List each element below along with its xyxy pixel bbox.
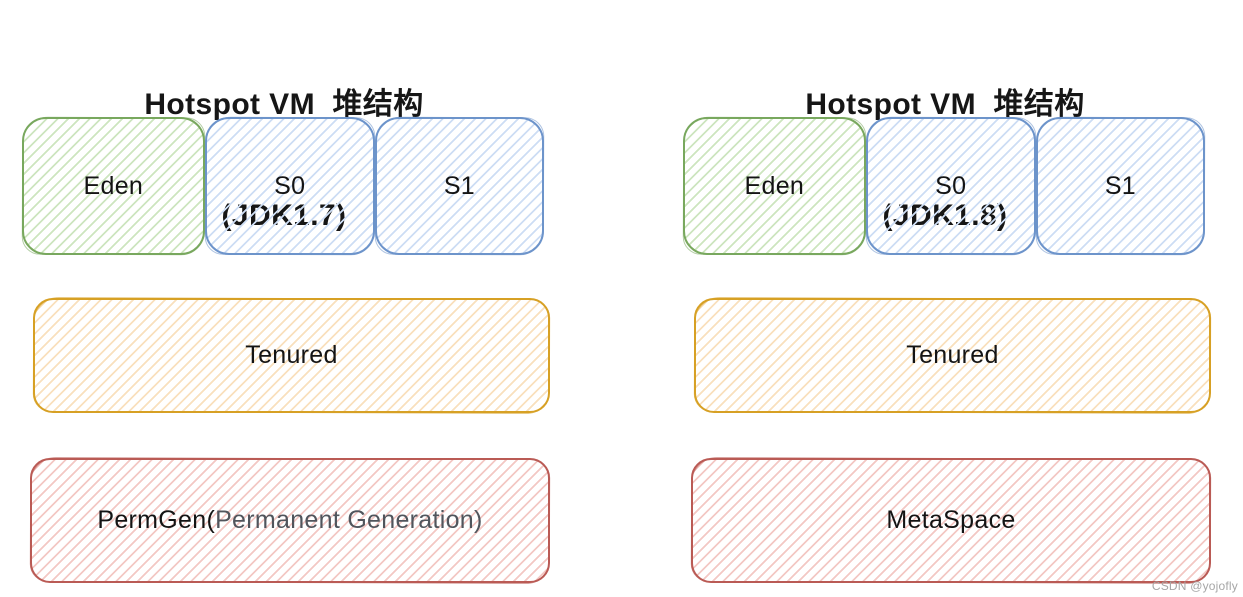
csdn-watermark: CSDN @yojofly — [1151, 579, 1238, 593]
eden-label: Eden — [744, 171, 805, 200]
diagram-title-line1: Hotspot VM 堆结构 — [805, 88, 1085, 121]
tenured-box: Tenured — [33, 298, 550, 413]
s1-label: S1 — [443, 171, 476, 200]
permgen-label: PermGen(Permanent Generation) — [97, 506, 482, 535]
tenured-label: Tenured — [245, 341, 338, 369]
s0-label: S0 — [274, 171, 306, 200]
eden-label: Eden — [83, 171, 144, 200]
permgen-label-sub: Permanent Generation) — [215, 506, 483, 534]
s0-box: S0 — [865, 117, 1036, 255]
s0-box: S0 — [204, 117, 375, 255]
tenured-box: Tenured — [694, 298, 1211, 413]
permgen-box: PermGen(Permanent Generation) — [30, 458, 550, 583]
young-generation-row: Eden S0 S1 — [22, 117, 544, 255]
diagram-title-line1: Hotspot VM 堆结构 — [144, 88, 424, 121]
metaspace-box: MetaSpace — [691, 458, 1211, 583]
s1-label: S1 — [1104, 171, 1137, 200]
metaspace-label-main: MetaSpace — [886, 506, 1016, 534]
heap-diagram-jdk17: Hotspot VM 堆结构 (JDK1.7) Eden S0 S1 Tenur… — [22, 0, 550, 597]
young-generation-row: Eden S0 S1 — [683, 117, 1205, 255]
tenured-label: Tenured — [906, 341, 999, 369]
metaspace-label: MetaSpace — [886, 506, 1015, 535]
s1-box: S1 — [374, 117, 544, 255]
eden-box: Eden — [683, 117, 866, 255]
s1-box: S1 — [1035, 117, 1205, 255]
heap-diagram-jdk18: Hotspot VM 堆结构 (JDK1.8) Eden S0 S1 Tenur… — [683, 0, 1211, 597]
s0-label: S0 — [935, 171, 967, 200]
eden-box: Eden — [22, 117, 205, 255]
permgen-label-main: PermGen( — [97, 506, 216, 534]
